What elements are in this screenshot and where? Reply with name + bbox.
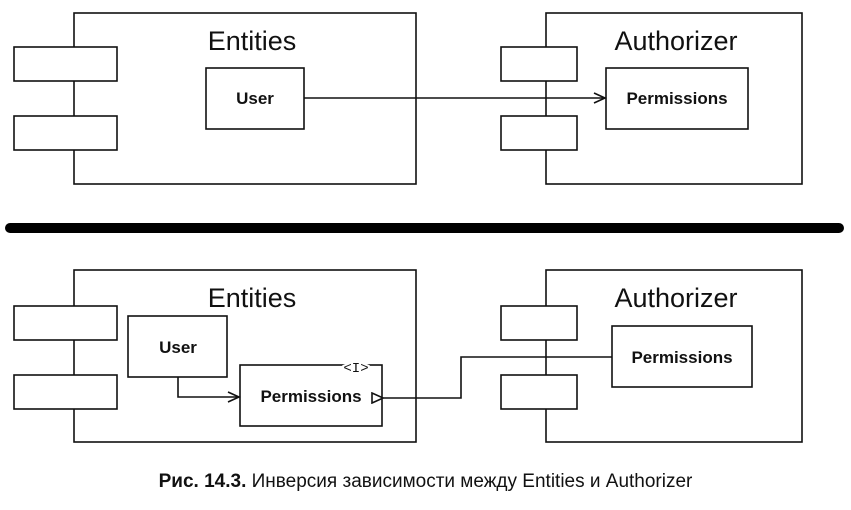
bottom-permissions-interface-label: Permissions [260, 387, 361, 406]
bottom-authorizer-title: Authorizer [614, 283, 737, 313]
figure-number: Рис. 14.3. [158, 471, 247, 492]
bottom-user-box [127, 315, 228, 378]
bottom-authorizer-port-lower [500, 374, 578, 410]
top-user-label: User [236, 89, 274, 108]
bottom-entities-port-upper [13, 305, 118, 341]
top-authorizer-port-upper [500, 46, 578, 82]
top-permissions-box [605, 67, 749, 130]
bottom-permissions-box [611, 325, 753, 388]
top-entities-port-upper [13, 46, 118, 82]
bottom-entities-title: Entities [208, 283, 297, 313]
bottom-authorizer-component: Authorizer Permissions [500, 269, 803, 443]
top-authorizer-port-lower [500, 115, 578, 151]
top-entities-title: Entities [208, 26, 297, 56]
top-authorizer-component: Authorizer Permissions [500, 12, 803, 185]
top-user-box [205, 67, 305, 130]
bottom-permissions-label: Permissions [631, 348, 732, 367]
bottom-entities-component: Entities User Permissions <I> [13, 269, 417, 443]
user-to-permissions-interface-arrow [177, 377, 241, 403]
top-permissions-label: Permissions [626, 89, 727, 108]
bottom-entities-port-lower [13, 374, 118, 410]
bottom-permissions-interface-box [239, 364, 383, 427]
interface-marker: <I> [343, 361, 368, 377]
figure-caption: Рис. 14.3. Инверсия зависимости между En… [0, 471, 851, 493]
top-entities-port-lower [13, 115, 118, 151]
bottom-authorizer-port-upper [500, 305, 578, 341]
caption-text: Инверсия зависимости между Entities и Au… [251, 471, 693, 492]
top-authorizer-title: Authorizer [614, 26, 737, 56]
dependency-inversion-diagram: Entities User Authorizer Permissions Ent… [5, 12, 844, 443]
permissions-implements-interface-arrow [383, 356, 612, 398]
bottom-user-label: User [159, 338, 197, 357]
